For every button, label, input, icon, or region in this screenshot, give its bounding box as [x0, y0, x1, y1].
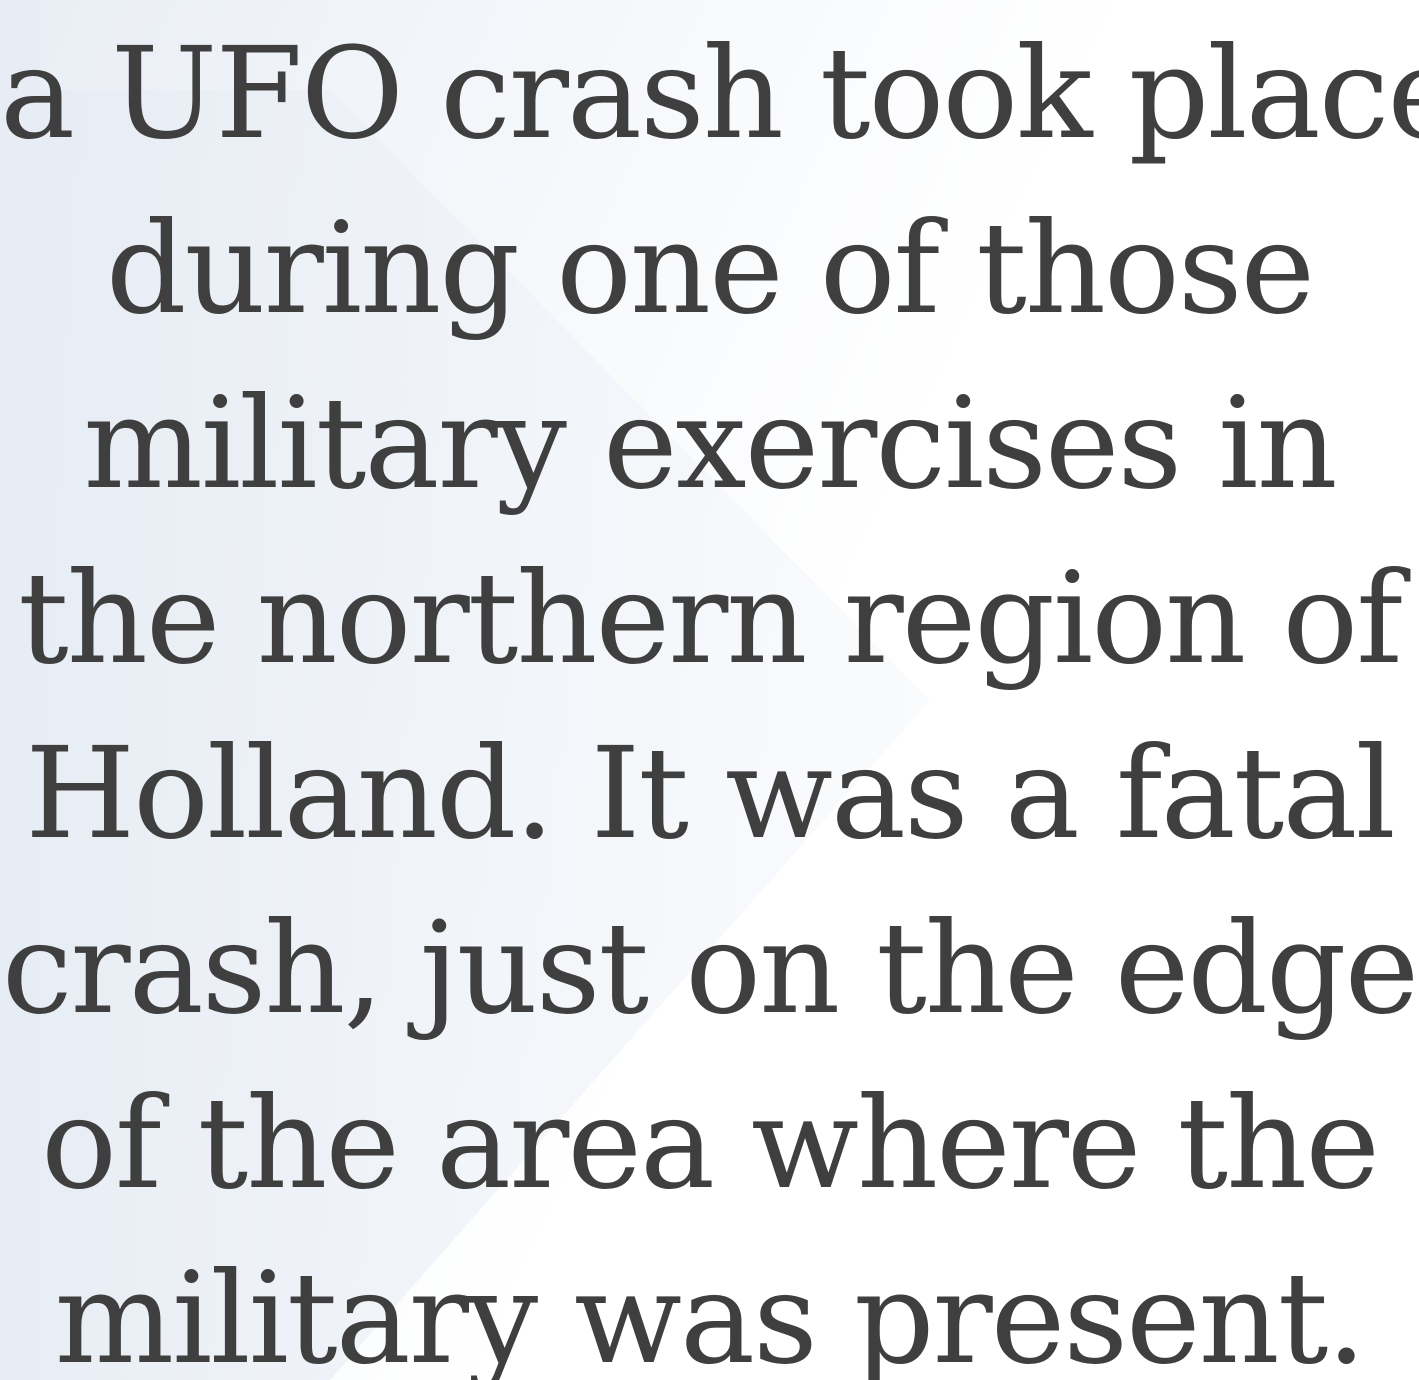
quote-line-8: military was present. — [54, 1245, 1367, 1380]
quote-line-4: the northern region of — [18, 545, 1403, 692]
quote-line-3: military exercises in — [83, 370, 1337, 517]
quote-line-7: of the area where the — [41, 1070, 1380, 1217]
quote-line-5: Holland. It was a fatal — [25, 720, 1396, 867]
quote-line-2: during one of those — [105, 195, 1315, 342]
quote-line-1: a UFO crash took place — [0, 20, 1419, 167]
quote-line-6: crash, just on the edge — [1, 895, 1419, 1042]
